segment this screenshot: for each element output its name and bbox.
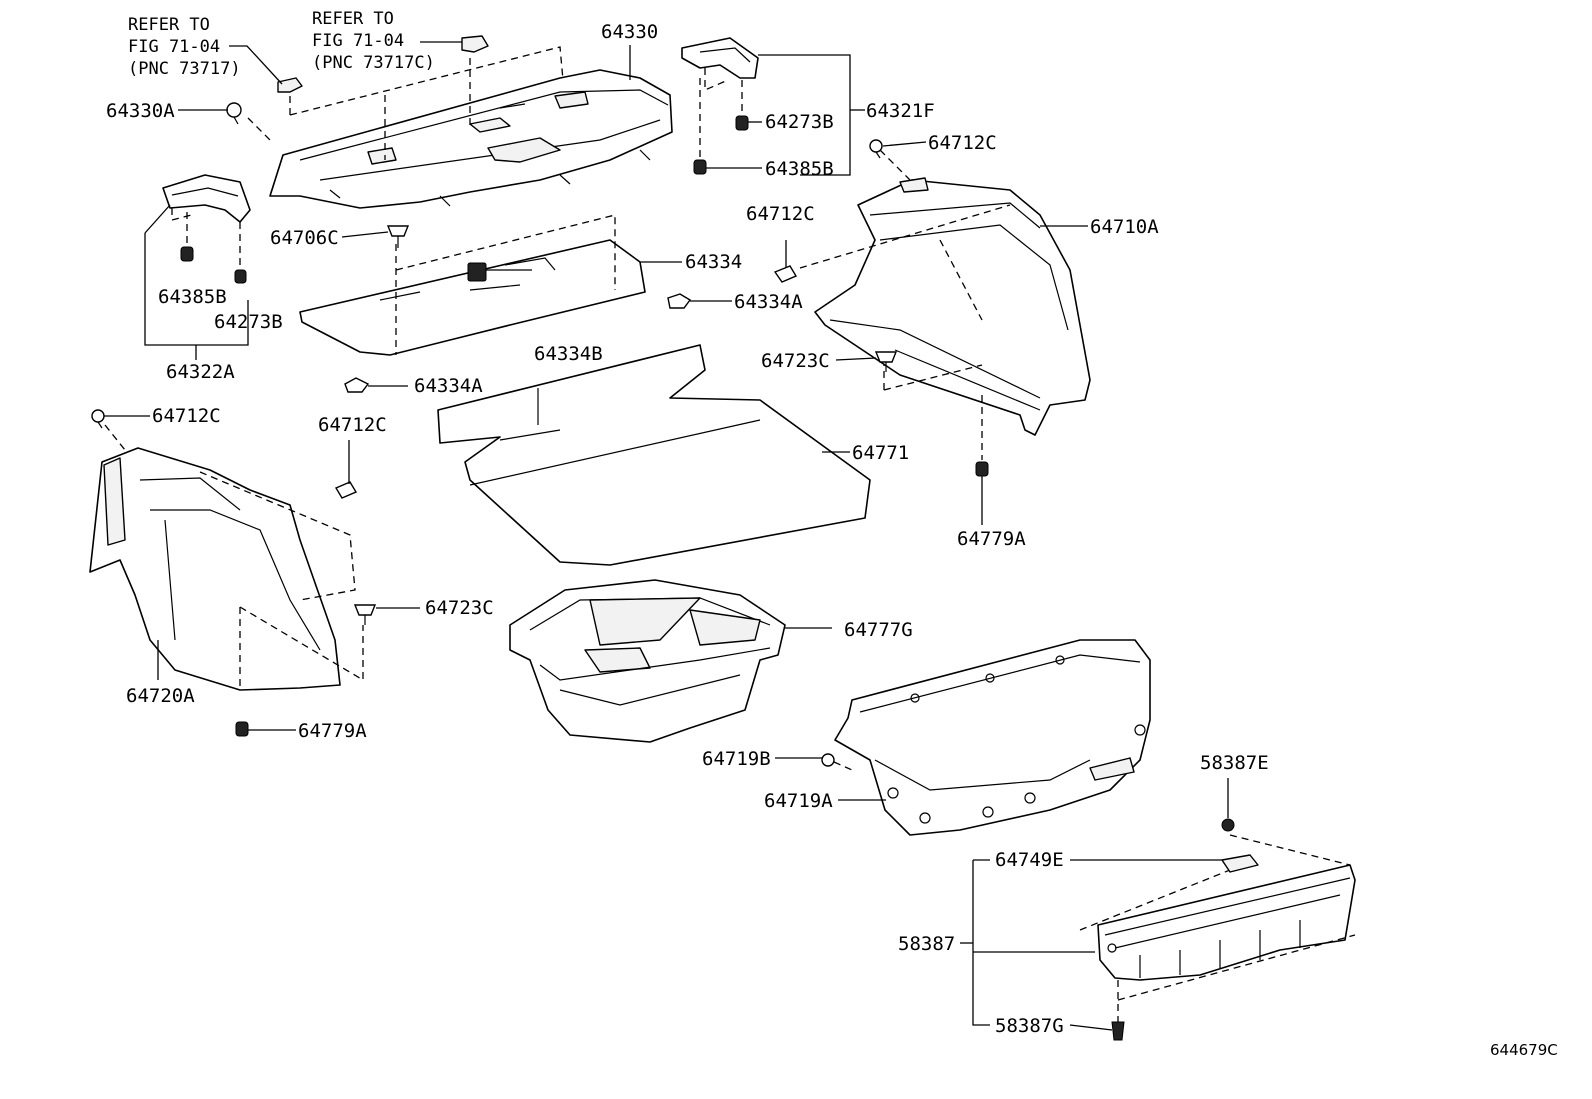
sill-plate-58387[interactable] bbox=[1097, 864, 1356, 981]
clip-64385B-l-icon bbox=[180, 246, 194, 262]
label-64777G[interactable]: 64777G bbox=[844, 619, 913, 641]
floor-mat-64771[interactable] bbox=[437, 344, 871, 566]
label-64720A[interactable]: 64720A bbox=[126, 685, 195, 707]
label-64719B[interactable]: 64719B bbox=[702, 748, 771, 770]
clip-73717-icon bbox=[277, 77, 303, 93]
side-trim-right-64710A[interactable] bbox=[814, 177, 1091, 436]
clip-58387E-icon bbox=[1221, 818, 1235, 832]
clip-64712C-l1-icon bbox=[91, 409, 105, 429]
clip-64779A-r-icon bbox=[975, 461, 989, 477]
figure-id: 644679C bbox=[1490, 1041, 1558, 1059]
label-58387E[interactable]: 58387E bbox=[1200, 752, 1269, 774]
label-64706C[interactable]: 64706C bbox=[270, 227, 339, 249]
clip-64330A-icon bbox=[226, 102, 242, 125]
refer-a-line2: FIG 71-04 bbox=[128, 37, 220, 57]
clip-64385B-r-icon bbox=[693, 159, 707, 175]
label-64385B-right[interactable]: 64385B bbox=[765, 158, 834, 180]
bracket-64322A[interactable] bbox=[162, 174, 251, 223]
refer-a-line1: REFER TO bbox=[128, 15, 210, 35]
label-64710A[interactable]: 64710A bbox=[1090, 216, 1159, 238]
label-64334[interactable]: 64334 bbox=[685, 251, 742, 273]
label-64330[interactable]: 64330 bbox=[601, 21, 658, 43]
side-trim-left-64720A[interactable] bbox=[89, 447, 341, 691]
label-64723C-right[interactable]: 64723C bbox=[761, 350, 830, 372]
spare-tire-tray-64777G[interactable] bbox=[509, 579, 786, 743]
refer-a-line3: (PNC 73717) bbox=[128, 59, 241, 79]
package-tray-trim-64330[interactable] bbox=[269, 69, 673, 209]
clip-64723C-r-icon bbox=[874, 351, 898, 372]
label-64273B-left[interactable]: 64273B bbox=[214, 311, 283, 333]
label-64749E[interactable]: 64749E bbox=[995, 849, 1064, 871]
label-64334B[interactable]: 64334B bbox=[534, 343, 603, 365]
clip-64273B-r-icon bbox=[735, 115, 749, 131]
deck-board-64334[interactable] bbox=[299, 239, 646, 356]
refer-b-line3: (PNC 73717C) bbox=[312, 53, 435, 73]
label-64330A[interactable]: 64330A bbox=[106, 100, 175, 122]
refer-b-line2: FIG 71-04 bbox=[312, 31, 404, 51]
clip-64719B-icon bbox=[821, 753, 835, 767]
clip-73717C-icon bbox=[461, 35, 489, 53]
label-64334A-left[interactable]: 64334A bbox=[414, 375, 483, 397]
label-64719A[interactable]: 64719A bbox=[764, 790, 833, 812]
bracket-64321F[interactable] bbox=[681, 37, 759, 79]
label-64273B-right[interactable]: 64273B bbox=[765, 111, 834, 133]
clip-58387G-icon bbox=[1111, 1021, 1125, 1041]
clip-64273B-l-icon bbox=[234, 269, 247, 284]
pad-64334B-icon bbox=[467, 262, 487, 282]
label-64779A-right[interactable]: 64779A bbox=[957, 528, 1026, 550]
label-58387G[interactable]: 58387G bbox=[995, 1015, 1064, 1037]
label-64779A-left[interactable]: 64779A bbox=[298, 720, 367, 742]
clip-64712C-l2-icon bbox=[334, 481, 358, 499]
label-64712C-left-1[interactable]: 64712C bbox=[152, 405, 221, 427]
clip-64712C-r2-icon bbox=[773, 265, 798, 283]
label-64322A[interactable]: 64322A bbox=[166, 361, 235, 383]
clip-64779A-l-icon bbox=[235, 721, 249, 737]
label-64334A-right[interactable]: 64334A bbox=[734, 291, 803, 313]
label-64712C-right-1[interactable]: 64712C bbox=[928, 132, 997, 154]
pad-64334A-r-icon bbox=[667, 293, 692, 309]
label-64771[interactable]: 64771 bbox=[852, 442, 909, 464]
label-58387[interactable]: 58387 bbox=[898, 933, 955, 955]
refer-b-line1: REFER TO bbox=[312, 9, 394, 29]
clip-64749E-icon bbox=[1221, 854, 1259, 873]
pad-64334A-l-icon bbox=[344, 377, 370, 393]
label-64385B-left[interactable]: 64385B bbox=[158, 286, 227, 308]
label-64723C-left[interactable]: 64723C bbox=[425, 597, 494, 619]
label-64712C-left-2[interactable]: 64712C bbox=[318, 414, 387, 436]
clip-64706C-icon bbox=[386, 225, 410, 248]
label-64712C-right-2[interactable]: 64712C bbox=[746, 203, 815, 225]
trunk-lid-trim-64719A[interactable] bbox=[834, 639, 1151, 836]
clip-64723C-l-icon bbox=[353, 604, 377, 625]
clip-64712C-r1-icon bbox=[869, 139, 883, 159]
label-64321F[interactable]: 64321F bbox=[866, 100, 935, 122]
